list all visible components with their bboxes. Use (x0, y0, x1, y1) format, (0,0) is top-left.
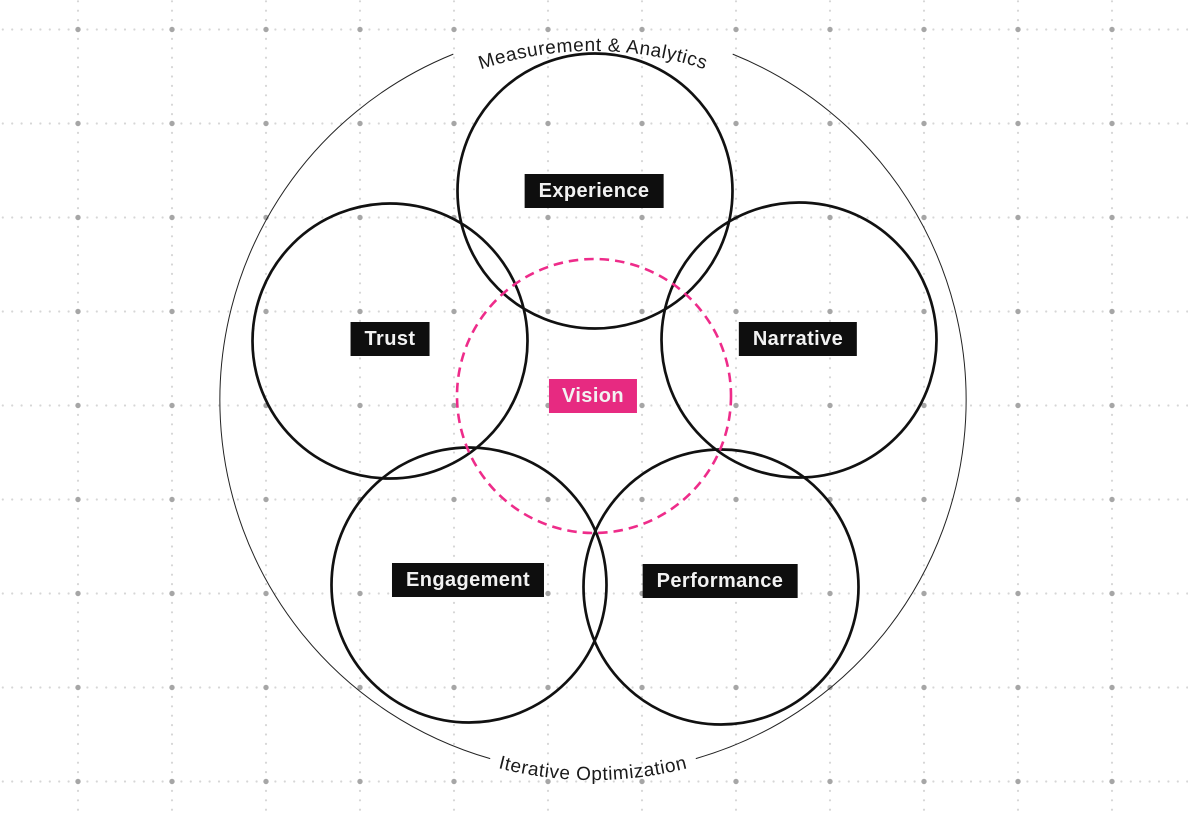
experience-circle (456, 52, 734, 330)
engagement-label: Engagement (391, 563, 545, 597)
performance-label: Performance (642, 564, 798, 598)
trust-circle (251, 202, 529, 480)
outer-ring (219, 53, 967, 760)
outer-ring-left-arc (219, 53, 491, 760)
outer-ring-right-arc (695, 53, 967, 760)
vision-label: Vision (548, 379, 638, 413)
engagement-circle (330, 446, 608, 724)
vision-dashed-circle (455, 257, 733, 535)
narrative-label: Narrative (738, 322, 858, 356)
narrative-circle (660, 201, 938, 479)
trust-label: Trust (350, 322, 430, 356)
experience-label: Experience (524, 174, 664, 208)
